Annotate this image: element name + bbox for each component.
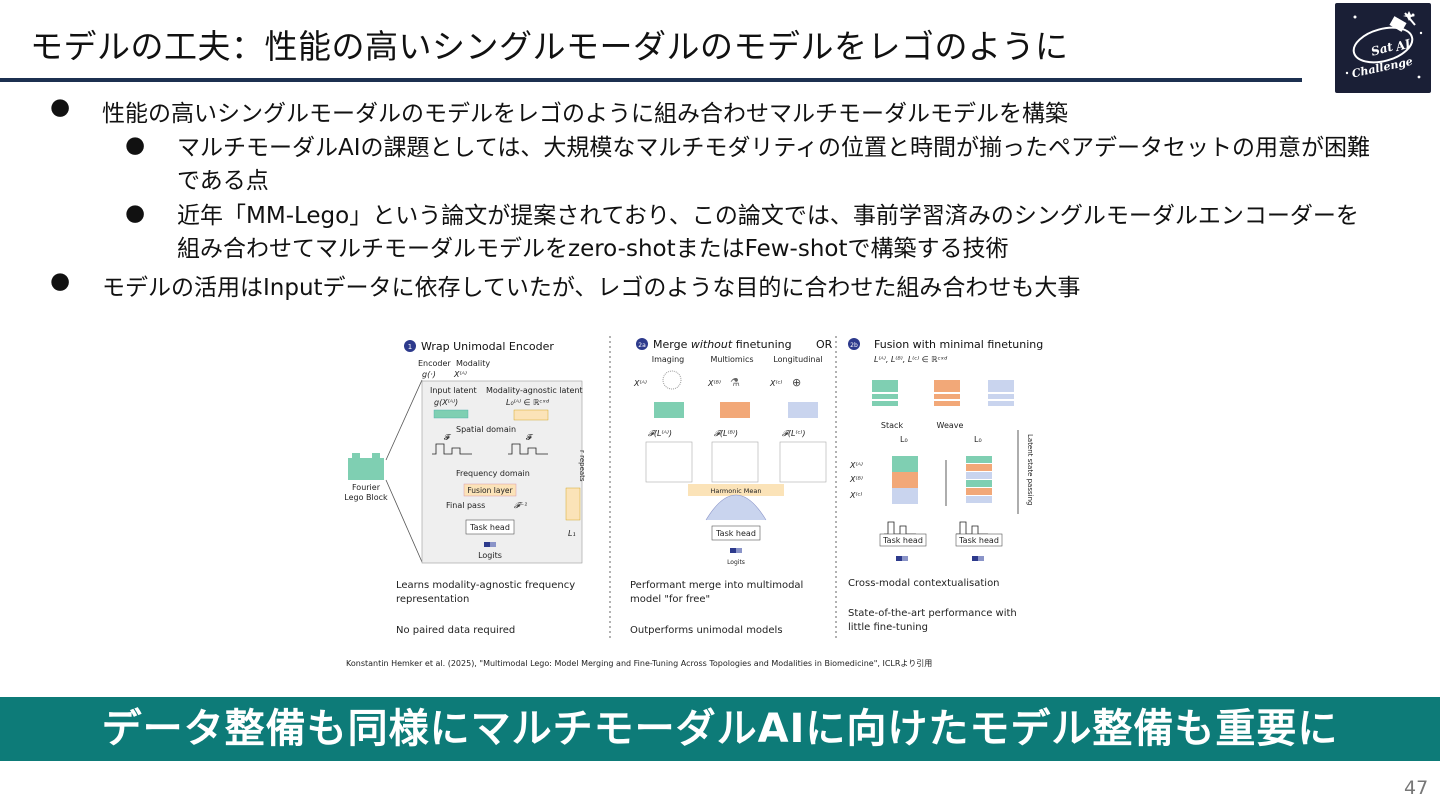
weave-l0-label: L₀ [974, 435, 982, 444]
title-underline [0, 78, 1302, 82]
longitudinal-label: Longitudinal [773, 355, 822, 364]
panel2a-title: Merge without finetuning [653, 338, 792, 351]
panel-fusion-minimal-finetuning: 2b Fusion with minimal finetuning L⁽ᴬ⁾, … [848, 338, 1043, 633]
spatial-domain-label: Spatial domain [456, 425, 516, 434]
repeats-label: r repeats [578, 450, 586, 482]
panel2b-title: Fusion with minimal finetuning [874, 338, 1043, 351]
bullet-dot: ● [125, 200, 146, 226]
latent-passing-label: Latent state passing [1026, 434, 1034, 505]
xb-stack-label: X⁽ᴮ⁾ [849, 475, 863, 484]
frequency-domain-label: Frequency domain [456, 469, 530, 478]
encoder-label: Encoder [418, 359, 451, 368]
fourier-transform-label-2: 𝓕 [526, 433, 534, 442]
fusion-layer-label: Fusion layer [467, 486, 513, 495]
input-latent-label: Input latent [430, 386, 477, 395]
inverse-fourier-label: 𝓕⁻¹ [514, 501, 527, 510]
g-label: g(·) [422, 370, 436, 379]
figure-caption: Konstantin Hemker et al. (2025), "Multim… [346, 659, 933, 668]
slide-title: モデルの工夫：性能の高いシングルモーダルのモデルをレゴのように [30, 27, 1069, 66]
task-head-stack-label: Task head [882, 536, 923, 545]
lego-block-label-2: Lego Block [344, 493, 388, 502]
bullet-dot: ● [125, 132, 146, 158]
panel2a-desc-2: model "for free" [630, 594, 710, 605]
fourier-lego-block: Fourier Lego Block [344, 379, 423, 563]
logo-text-ai: AI [1393, 36, 1412, 54]
mm-lego-figure: Fourier Lego Block 1 Wrap Unimodal Encod… [336, 330, 1048, 642]
harmonic-mean-label: Harmonic Mean [710, 487, 761, 495]
fb-label: 𝓕(L⁽ᴮ⁾) [714, 429, 738, 438]
panel1-title: Wrap Unimodal Encoder [421, 340, 554, 353]
final-pass-label: Final pass [446, 501, 485, 510]
panel-wrap-unimodal-encoder: 1 Wrap Unimodal Encoder Encoder Modality… [396, 340, 586, 636]
xc-stack-label: X⁽ᶜ⁾ [849, 491, 862, 500]
task-head-label-2a: Task head [715, 529, 756, 538]
agnostic-latent-label: Modality-agnostic latent [486, 386, 583, 395]
lego-block-label-1: Fourier [352, 483, 381, 492]
latent-formula: L⁽ᴬ⁾, L⁽ᴮ⁾, L⁽ᶜ⁾ ∈ ℝᶜˣᵈ [874, 355, 948, 364]
logits-label-2a: Logits [727, 559, 745, 566]
stack-l0-label: L₀ [900, 435, 908, 444]
page-number: 47 [1404, 777, 1429, 799]
fourier-transform-label: 𝓕 [444, 433, 452, 442]
xc-label: X⁽ᶜ⁾ [769, 379, 782, 388]
bullet-text: 近年「MM-Lego」という論文が提案されており、この論文では、事前学習済みのシ… [177, 203, 1359, 262]
or-label: OR [816, 338, 833, 351]
fa-label: 𝓕(L⁽ᴬ⁾) [648, 429, 672, 438]
stack-label: Stack [881, 421, 904, 430]
bullet-text: モデルの活用はInputデータに依存していたが、レゴのような目的に合わせた組み合… [102, 275, 1081, 301]
modality-label: Modality [456, 359, 490, 368]
bullet-dot: ● [50, 268, 71, 294]
l0-label: L₀⁽ᴬ⁾ ∈ ℝᶜˣᵈ [506, 398, 550, 407]
panel2b-desc-3: little fine-tuning [848, 622, 928, 633]
heartbeat-icon: ⊕ [792, 376, 801, 389]
bullet-dot: ● [50, 94, 71, 120]
weave-label: Weave [937, 421, 964, 430]
imaging-label: Imaging [652, 355, 685, 364]
bullet-text: マルチモーダルAIの課題としては、大規模なマルチモダリティの位置と時間が揃ったペ… [177, 135, 1370, 194]
sat-ai-challenge-logo: Sat AI Challenge [1335, 3, 1431, 93]
panel1-desc-1: Learns modality-agnostic frequency [396, 580, 575, 591]
logo-text-sat: Sat [1370, 39, 1395, 58]
panel1-desc-3: No paired data required [396, 625, 515, 636]
multiomics-label: Multiomics [710, 355, 753, 364]
xb-label: X⁽ᴮ⁾ [707, 379, 721, 388]
l1-label: L₁ [568, 529, 576, 538]
xa-label: X⁽ᴬ⁾ [633, 379, 647, 388]
panel2a-desc-1: Performant merge into multimodal [630, 580, 803, 591]
panel2b-desc-2: State-of-the-art performance with [848, 608, 1017, 619]
panel1-badge: 1 [408, 343, 412, 351]
panel2a-desc-3: Outperforms unimodal models [630, 625, 783, 636]
panel2a-badge: 2a [638, 342, 646, 349]
key-message-banner: データ整備も同様にマルチモーダルAIに向けたモデル整備も重要に [0, 697, 1440, 761]
task-head-weave-label: Task head [958, 536, 999, 545]
xa-stack-label: X⁽ᴬ⁾ [849, 461, 863, 470]
gx-label: g(X⁽ᴬ⁾) [434, 398, 458, 407]
panel2b-badge: 2b [850, 342, 858, 349]
logits-label: Logits [478, 551, 502, 560]
panel-merge-without-finetuning: 2a Merge without finetuning OR Imaging M… [630, 338, 833, 636]
fc-label: 𝓕(L⁽ᶜ⁾) [782, 429, 806, 438]
panel2b-desc-1: Cross-modal contextualisation [848, 578, 1000, 589]
multiomics-icon: ⚗ [730, 376, 740, 389]
task-head-label: Task head [469, 523, 510, 532]
panel1-desc-2: representation [396, 594, 469, 605]
bullet-text: 性能の高いシングルモーダルのモデルをレゴのように組み合わせマルチモーダルモデルを… [102, 101, 1068, 127]
xa-label: X⁽ᴬ⁾ [453, 370, 467, 379]
